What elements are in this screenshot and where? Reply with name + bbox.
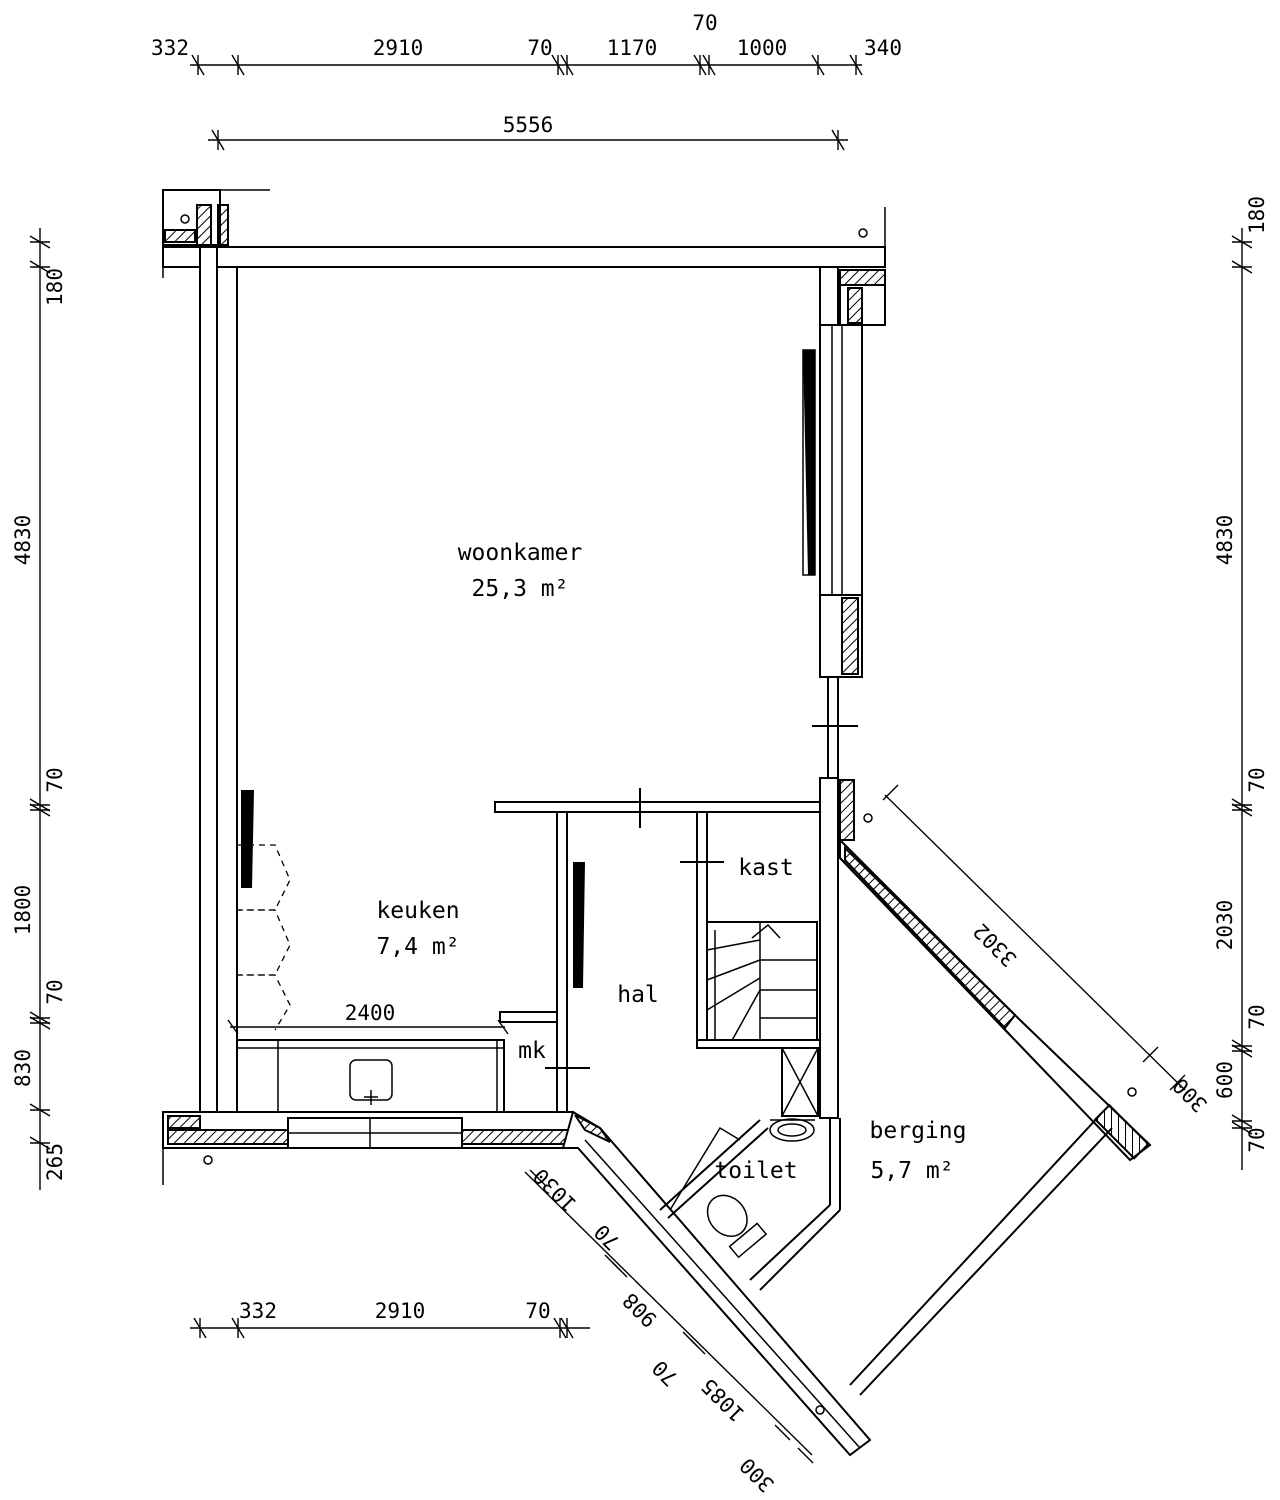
- dim-bottom-332: 332: [239, 1299, 277, 1323]
- dim-kitchen-2400: 2400: [345, 1001, 396, 1025]
- dim-top-1000: 1000: [737, 36, 788, 60]
- dim-right-70c: 70: [1245, 1127, 1269, 1152]
- dim-diag-3302: 3302: [969, 919, 1022, 972]
- dim-top-332: 332: [151, 36, 189, 60]
- room-keuken-name: keuken: [376, 898, 459, 924]
- overall-width-dimension: 5556: [208, 113, 848, 151]
- kitchen-cabinets: 2400: [227, 844, 509, 1035]
- toilet-fixtures: [669, 1118, 815, 1259]
- dim-left-4830: 4830: [11, 515, 35, 566]
- room-berging-name: berging: [870, 1118, 967, 1144]
- hal-door: [573, 862, 585, 988]
- dim-top-70: 70: [527, 36, 552, 60]
- dim-diag-70: 70: [590, 1220, 625, 1255]
- dim-diag-300: 300: [735, 1453, 779, 1497]
- top-dimension-line: 332 2910 70 1170 70 1000 340: [151, 11, 902, 76]
- diagonal-facade: [561, 813, 1152, 1457]
- dim-diag-908: 908: [618, 1288, 662, 1332]
- dim-right-4830: 4830: [1213, 515, 1237, 566]
- living-room-door: [802, 349, 816, 576]
- dim-bottom-2910: 2910: [375, 1299, 426, 1323]
- dim-right-70: 70: [1245, 767, 1269, 792]
- kitchen-door: [241, 790, 254, 888]
- dim-top-2910: 2910: [373, 36, 424, 60]
- room-berging-area: 5,7 m²: [870, 1158, 953, 1184]
- dim-left-265: 265: [43, 1143, 67, 1181]
- room-berging: berging 5,7 m²: [870, 1118, 967, 1184]
- dim-diag-1030: 1030: [529, 1164, 582, 1217]
- dim-left-70: 70: [43, 767, 67, 792]
- room-woonkamer-area: 25,3 m²: [472, 576, 569, 602]
- dim-top-70b: 70: [692, 11, 717, 35]
- room-woonkamer-name: woonkamer: [458, 540, 583, 566]
- dim-bottom-70: 70: [525, 1299, 550, 1323]
- dim-top-340: 340: [864, 36, 902, 60]
- walls: [162, 189, 886, 1185]
- dim-left-180: 180: [43, 268, 67, 306]
- dim-top-1170: 1170: [607, 36, 658, 60]
- room-keuken-area: 7,4 m²: [376, 934, 459, 960]
- room-keuken: keuken 7,4 m²: [376, 898, 459, 960]
- dim-diag-1085: 1085: [697, 1374, 750, 1427]
- staircase: [696, 921, 821, 1049]
- dim-left-830: 830: [11, 1049, 35, 1087]
- dim-right-2030: 2030: [1213, 900, 1237, 951]
- room-hal-name: hal: [617, 982, 659, 1008]
- room-mk-name: mk: [518, 1038, 546, 1064]
- kitchen-counter: [236, 1039, 505, 1113]
- room-kast-name: kast: [738, 855, 793, 881]
- dim-right-600: 600: [1213, 1061, 1237, 1099]
- dim-left-1800: 1800: [11, 885, 35, 936]
- dim-diag-70b: 70: [648, 1356, 683, 1391]
- dim-right-70b: 70: [1245, 1004, 1269, 1029]
- right-dimension-column: 180 4830 70 2030 70 600 70: [1213, 196, 1269, 1170]
- meter-cupboard: [781, 1047, 819, 1117]
- dim-left-70b: 70: [43, 979, 67, 1004]
- dim-right-180: 180: [1245, 196, 1269, 234]
- left-dimension-column: 180 4830 70 1800 70 830 265: [11, 228, 67, 1190]
- bottom-dimension-line: 332 2910 70: [190, 1299, 590, 1339]
- dim-overall-5556: 5556: [503, 113, 554, 137]
- room-woonkamer: woonkamer 25,3 m²: [458, 540, 583, 602]
- room-toilet-name: toilet: [714, 1158, 797, 1184]
